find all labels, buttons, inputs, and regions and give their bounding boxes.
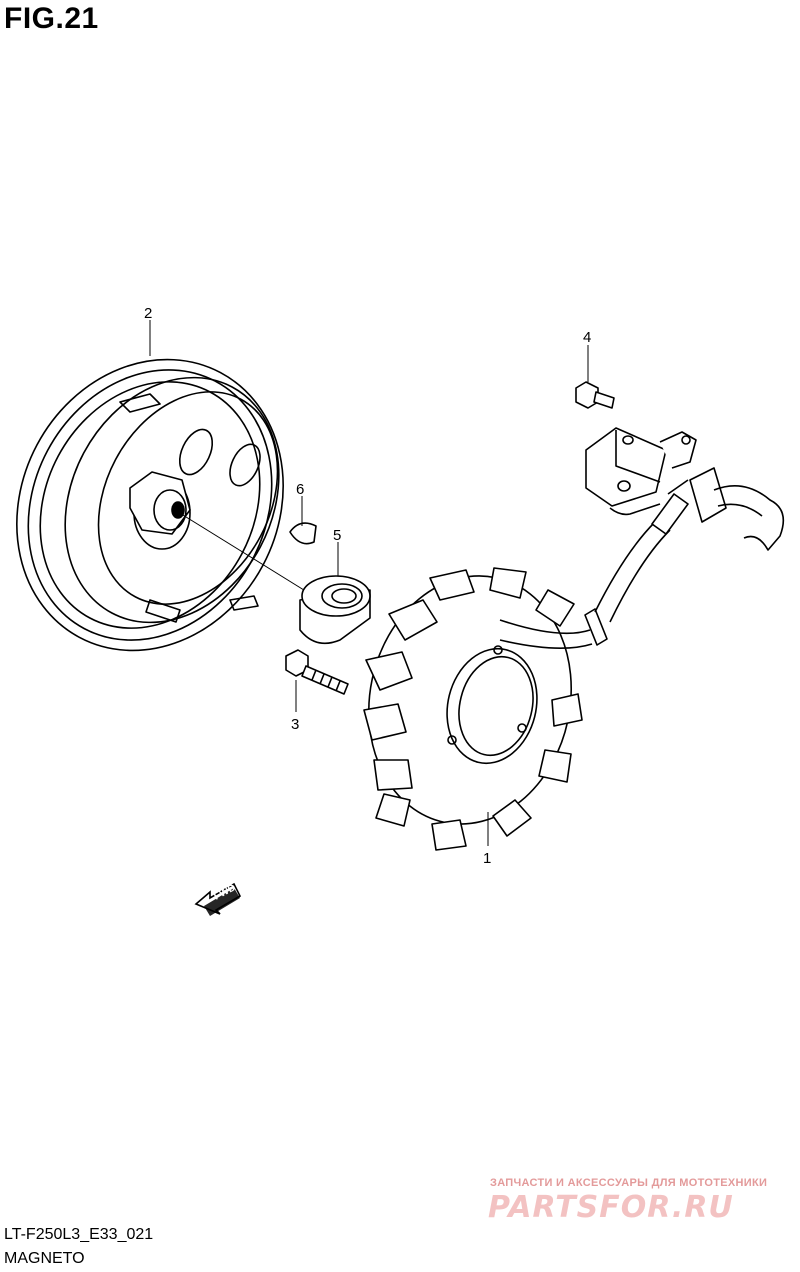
pulser-coil [585,427,697,516]
callout-5: 5 [333,527,341,544]
flywheel-rotor [16,358,284,652]
callout-6: 6 [296,481,304,498]
callout-1: 1 [483,850,491,867]
wire-harness [499,467,785,649]
woodruff-key [289,522,317,545]
callout-4: 4 [583,329,591,346]
stator-coil [363,567,583,851]
pulser-screw [575,381,615,409]
stator-bolt [285,649,349,695]
collar-bushing [299,575,371,645]
watermark-logo: PARTSFOR.RU [488,1190,734,1225]
callout-2: 2 [144,305,152,322]
watermark-tagline: ЗАПЧАСТИ И АКСЕССУАРЫ ДЛЯ МОТОТЕХНИКИ [490,1177,768,1189]
figure-title: FIG.21 [4,2,99,35]
diagram-code: LT-F250L3_E33_021 [4,1226,154,1243]
diagram-subtitle: MAGNETO [4,1250,85,1267]
fwd-arrow-icon: FWD [194,882,242,916]
callout-3: 3 [291,716,299,733]
